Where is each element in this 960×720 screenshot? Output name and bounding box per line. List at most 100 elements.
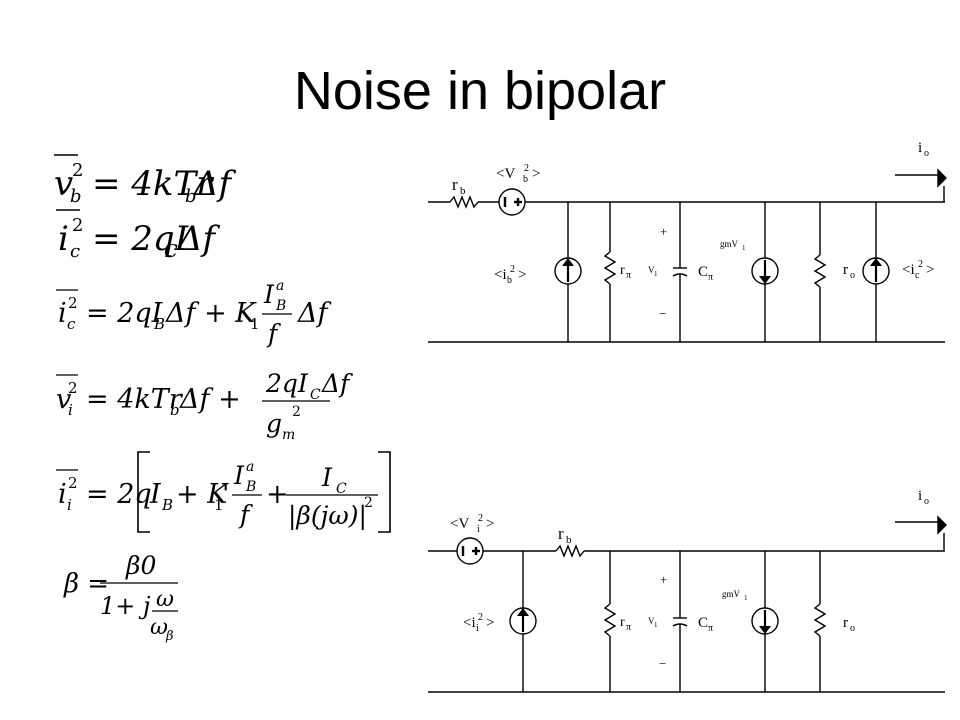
eq1-rhs: = 4kTr bbox=[92, 164, 214, 204]
arrow-up-icon bbox=[562, 258, 574, 266]
cpi-label-bottom: C bbox=[698, 615, 708, 631]
eq5-lhs-sup: 2 bbox=[68, 474, 78, 492]
arrow-up-icon bbox=[517, 608, 529, 616]
eq6-den-den-sub: β bbox=[165, 629, 174, 644]
svg-text:π: π bbox=[708, 272, 713, 283]
svg-text:o: o bbox=[850, 623, 855, 634]
svg-text:>: > bbox=[486, 615, 494, 631]
eq5-num1-sub: B bbox=[245, 479, 256, 495]
eq2-rhs-tail: Δf bbox=[176, 219, 221, 259]
eq3-rhs-b-sub: 1 bbox=[250, 315, 260, 333]
eq4-num-sub: C bbox=[310, 387, 321, 403]
eq1-lhs-var: v bbox=[54, 164, 73, 204]
rb-label-bottom: r bbox=[558, 524, 564, 543]
svg-text:>: > bbox=[518, 267, 526, 283]
eq5-term1-sub: B bbox=[161, 496, 173, 514]
eq4-lhs-var: v bbox=[56, 384, 71, 415]
equation-beta: β = β0 1+ j ω ω β bbox=[63, 551, 178, 644]
eq3-lhs-sub: c bbox=[67, 315, 76, 333]
svg-text:>: > bbox=[926, 262, 934, 278]
eq4-lhs-sub: i bbox=[68, 401, 73, 419]
svg-text:o: o bbox=[850, 270, 855, 281]
rpi-resistor-top bbox=[603, 251, 617, 285]
eq5-plus1: + K bbox=[176, 479, 229, 510]
io-label-top: i bbox=[918, 140, 922, 156]
plus-sign-top: + bbox=[660, 224, 667, 239]
v1-label-bottom: V bbox=[648, 616, 655, 626]
eq4-rhs-a-sub: b bbox=[170, 401, 180, 419]
arrow-down-icon bbox=[759, 626, 771, 634]
svg-text:2: 2 bbox=[918, 259, 923, 270]
equation-vb-noise: v b 2 = 4kTr b Δf bbox=[54, 154, 237, 207]
arrow-down-icon bbox=[759, 276, 771, 284]
eq1-rhs-sub: b bbox=[185, 186, 197, 207]
svg-text:>: > bbox=[532, 166, 540, 182]
svg-text:b: b bbox=[523, 174, 528, 185]
circuit-bottom bbox=[428, 515, 947, 693]
io-arrow-bottom-icon bbox=[937, 515, 947, 535]
vb-label-top: <V bbox=[496, 166, 515, 182]
ro-label-bottom: r bbox=[843, 615, 848, 631]
eq5-num2: I bbox=[321, 463, 333, 492]
ii-label-bottom: <i bbox=[463, 615, 476, 631]
io-arrow-top-icon bbox=[937, 168, 947, 188]
ib-label-top: <i bbox=[494, 267, 507, 283]
eq3-num: I bbox=[263, 280, 275, 309]
eq4-rhs-b: Δf + bbox=[179, 384, 241, 415]
rb-resistor-top bbox=[449, 195, 479, 209]
plus-sign-bottom: + bbox=[660, 572, 667, 587]
equation-vi-noise: v i 2 = 4kTr b Δf + 2qI C Δf g m 2 bbox=[56, 369, 353, 443]
svg-text:π: π bbox=[626, 622, 631, 633]
eq2-rhs-sub: C bbox=[164, 241, 178, 262]
labels-top: i o r b <V b 2 > <i b 2 > r π V 1 C π gm… bbox=[452, 140, 934, 321]
eq3-num-sup: a bbox=[276, 278, 284, 294]
gm-label-bottom: gmV bbox=[722, 589, 741, 599]
eq4-den-sup: 2 bbox=[292, 404, 301, 420]
eq1-lhs-sup: 2 bbox=[72, 160, 83, 181]
eq2-lhs-sub: c bbox=[70, 241, 80, 262]
svg-text:o: o bbox=[924, 496, 929, 507]
eq2-lhs-var: i bbox=[58, 219, 69, 259]
eq5-num1-sup: a bbox=[246, 459, 254, 475]
vi-label-bottom: <V bbox=[450, 516, 469, 532]
cpi-label-top: C bbox=[698, 264, 708, 280]
eq2-rhs: = 2qI bbox=[92, 219, 189, 259]
equation-ic-flicker: i c 2 = 2qI B Δf + K 1 I a B f Δf bbox=[56, 278, 331, 348]
svg-text:2: 2 bbox=[478, 513, 483, 524]
eq3-rhs-b: Δf + K bbox=[165, 298, 257, 329]
eq1-lhs-sub: b bbox=[70, 186, 82, 207]
eq3-lhs-var: i bbox=[58, 298, 67, 329]
eq3-den: f bbox=[266, 319, 281, 348]
io-label-bottom: i bbox=[918, 488, 922, 504]
rpi-label-bottom: r bbox=[620, 615, 625, 630]
svg-text:>: > bbox=[486, 516, 494, 532]
equations-panel: v b 2 = 4kTr b Δf i c 2 = 2qI C Δf i c 2… bbox=[54, 154, 391, 644]
eq3-lhs-sup: 2 bbox=[68, 294, 78, 312]
rpi-resistor-bottom bbox=[603, 603, 617, 637]
rb-label-top: r bbox=[452, 175, 458, 194]
eq5-plus2: + bbox=[266, 479, 289, 510]
ro-resistor-top bbox=[813, 254, 827, 288]
eq3-num-sub: B bbox=[275, 298, 286, 314]
ro-resistor-bottom bbox=[813, 603, 827, 637]
gm-label-top: gmV bbox=[720, 239, 739, 249]
eq4-lhs-sup: 2 bbox=[68, 379, 78, 397]
eq5-num2-sub: C bbox=[336, 481, 347, 497]
svg-text:b: b bbox=[460, 185, 466, 197]
eq6-den-a: 1+ j bbox=[100, 592, 151, 620]
circuit-top bbox=[428, 168, 947, 343]
eq3-rhs-a: = 2qI bbox=[86, 298, 164, 329]
eq5-plus1-sub: 1 bbox=[214, 496, 224, 514]
eq2-lhs-sup: 2 bbox=[72, 215, 83, 236]
eq3-tail: Δf bbox=[297, 298, 331, 329]
eq5-den2-sup: 2 bbox=[364, 495, 373, 511]
svg-text:o: o bbox=[924, 148, 929, 159]
svg-text:1: 1 bbox=[654, 270, 658, 278]
eq5-num1: I bbox=[233, 461, 245, 490]
equation-ic-shot: i c 2 = 2qI C Δf bbox=[56, 209, 221, 262]
glyphs-top bbox=[503, 197, 882, 284]
rb-resistor-bottom bbox=[555, 544, 585, 558]
eq5-den2: |β(jω)| bbox=[288, 501, 367, 531]
eq4-den-sub: m bbox=[282, 427, 295, 443]
